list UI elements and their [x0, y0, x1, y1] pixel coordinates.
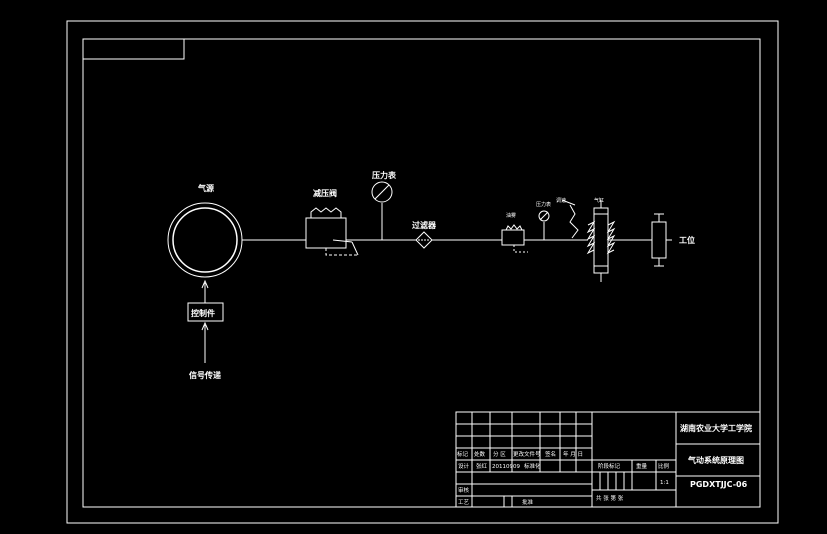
label-reducer: 减压阀 [313, 188, 337, 198]
label-actuator: 气缸 [594, 197, 604, 204]
tb-col-zone: 分 区 [493, 450, 506, 458]
small-gauge-symbol [538, 210, 550, 222]
label-speed: 调速 [556, 197, 566, 204]
tb-col-sign: 签名 [545, 450, 556, 458]
label-controller: 控制件 [191, 308, 215, 318]
tb-sheets: 共 张 第 张 [596, 494, 624, 502]
reducer-valve-symbol [305, 207, 359, 256]
label-air-source: 气源 [197, 183, 214, 193]
tb-col-date: 年 月 日 [563, 450, 583, 458]
speed-control-symbol [561, 199, 586, 241]
inner-frame [82, 38, 761, 508]
tb-designer-name: 张红 [476, 462, 488, 470]
label-filter: 过滤器 [412, 220, 437, 230]
tb-col-change: 更改文件号 [513, 450, 541, 458]
tb-drawing-code: PGDXTJJC-06 [690, 480, 748, 489]
tb-approve: 批准 [522, 498, 534, 506]
tb-date-value: 20110909 [492, 464, 520, 470]
controller-box [187, 302, 224, 322]
label-work: 工位 [679, 235, 695, 245]
air-source-symbol [167, 202, 243, 278]
actuator-block-symbol [586, 200, 616, 282]
filter-symbol [415, 231, 433, 249]
tb-designer: 设计 [458, 462, 470, 470]
tb-stage: 阶段标记 [598, 462, 621, 470]
tb-scale-value: 1:1 [660, 480, 669, 486]
label-lubricator: 油雾 [506, 212, 516, 219]
lubricator-symbol [501, 224, 528, 253]
code-box [82, 38, 185, 60]
label-signal: 信号传递 [189, 370, 221, 380]
pressure-gauge-symbol [371, 181, 393, 203]
tb-scale: 比例 [658, 462, 670, 470]
work-cylinder-symbol [651, 213, 672, 267]
tb-col-count: 处数 [474, 450, 486, 458]
outer-frame [66, 20, 779, 524]
label-gauge: 压力表 [372, 170, 397, 180]
tb-col-mark: 标记 [457, 450, 469, 458]
tb-check: 审核 [458, 486, 470, 494]
label-small-gauge: 压力表 [536, 201, 551, 208]
tb-school: 湖南农业大学工学院 [680, 423, 752, 433]
tb-weight: 重量 [636, 462, 648, 470]
tb-std: 标准化 [524, 462, 541, 470]
title-block-lines [455, 411, 761, 508]
tb-process: 工艺 [458, 499, 470, 506]
tb-drawing-title: 气动系统原理图 [687, 455, 744, 465]
